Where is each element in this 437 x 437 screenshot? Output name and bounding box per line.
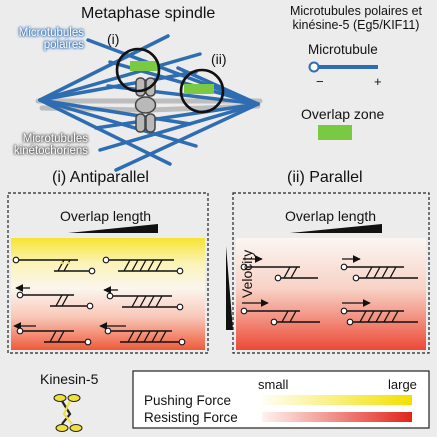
mt-pair [240,307,320,326]
velocity-wedge [226,246,233,330]
mt-pair [16,327,92,346]
force-small-label: small [258,377,289,392]
marker-ii: (ii) [211,51,227,67]
mt-pair [16,291,94,310]
overlap-zone-ii [184,84,214,94]
force-large-label: large [388,377,417,392]
overlap-zone-i [130,61,158,71]
kinetochore-microtubules-label: Microtubules kinétochoriens [4,133,88,157]
overlap-legend-swatch [318,125,352,140]
legend-heading: Microtubules polaires et kinésine-5 (Eg5… [281,4,431,33]
kinet-label-line2: kinétochoriens [13,145,88,158]
minus-end-sign: − [316,74,324,89]
overlap-wedge-ii [290,224,382,233]
kinesin-label: Kinesin-5 [40,371,99,387]
mt-pair [106,292,184,311]
mt-pair [104,327,186,346]
mt-pair [102,256,184,275]
parallel-panel [232,192,430,354]
plus-end-sign: + [374,74,382,89]
mt-pair [340,263,418,282]
antiparallel-overlap-length: Overlap length [60,208,152,224]
highlight-circle-i [115,47,161,93]
kinesin-5-icon [53,394,83,432]
resisting-force-label: Resisting Force [144,410,238,425]
microtubule-legend-label: Microtubule [308,42,378,57]
polar-label-line2: polaires [43,39,84,52]
parallel-overlap-length: Overlap length [285,208,377,224]
overlap-zone-label: Overlap zone [301,106,385,122]
mt-pair [12,256,96,275]
kinet-label-line1: Microtubules [22,133,88,145]
mt-pair [240,263,318,282]
antiparallel-title: (i) Antiparallel [52,169,149,186]
overlap-wedge-i [68,224,158,233]
highlight-circle-ii [179,68,225,114]
pushing-force-label: Pushing Force [144,393,232,408]
parallel-title: (ii) Parallel [287,169,363,186]
polar-microtubules [38,34,260,172]
spindle-title: Metaphase spindle [81,5,216,22]
marker-i: (i) [107,31,120,47]
legend-heading-line2: kinésine-5 (Eg5/KIF11) [292,18,420,33]
antiparallel-panel [7,192,209,354]
force-legend [132,370,430,429]
mt-pair [340,307,418,326]
polar-label-line1: Microtubules [18,27,84,39]
polar-microtubules-label: Microtubules polaires [12,27,84,51]
pushing-gradient-bar [262,395,412,405]
legend-heading-line1: Microtubules polaires et [289,4,422,18]
velocity-label: Velocity [239,249,255,298]
spindle-diagram [35,34,263,172]
resisting-gradient-bar [262,412,412,422]
microtubule-legend-symbol [308,61,378,73]
